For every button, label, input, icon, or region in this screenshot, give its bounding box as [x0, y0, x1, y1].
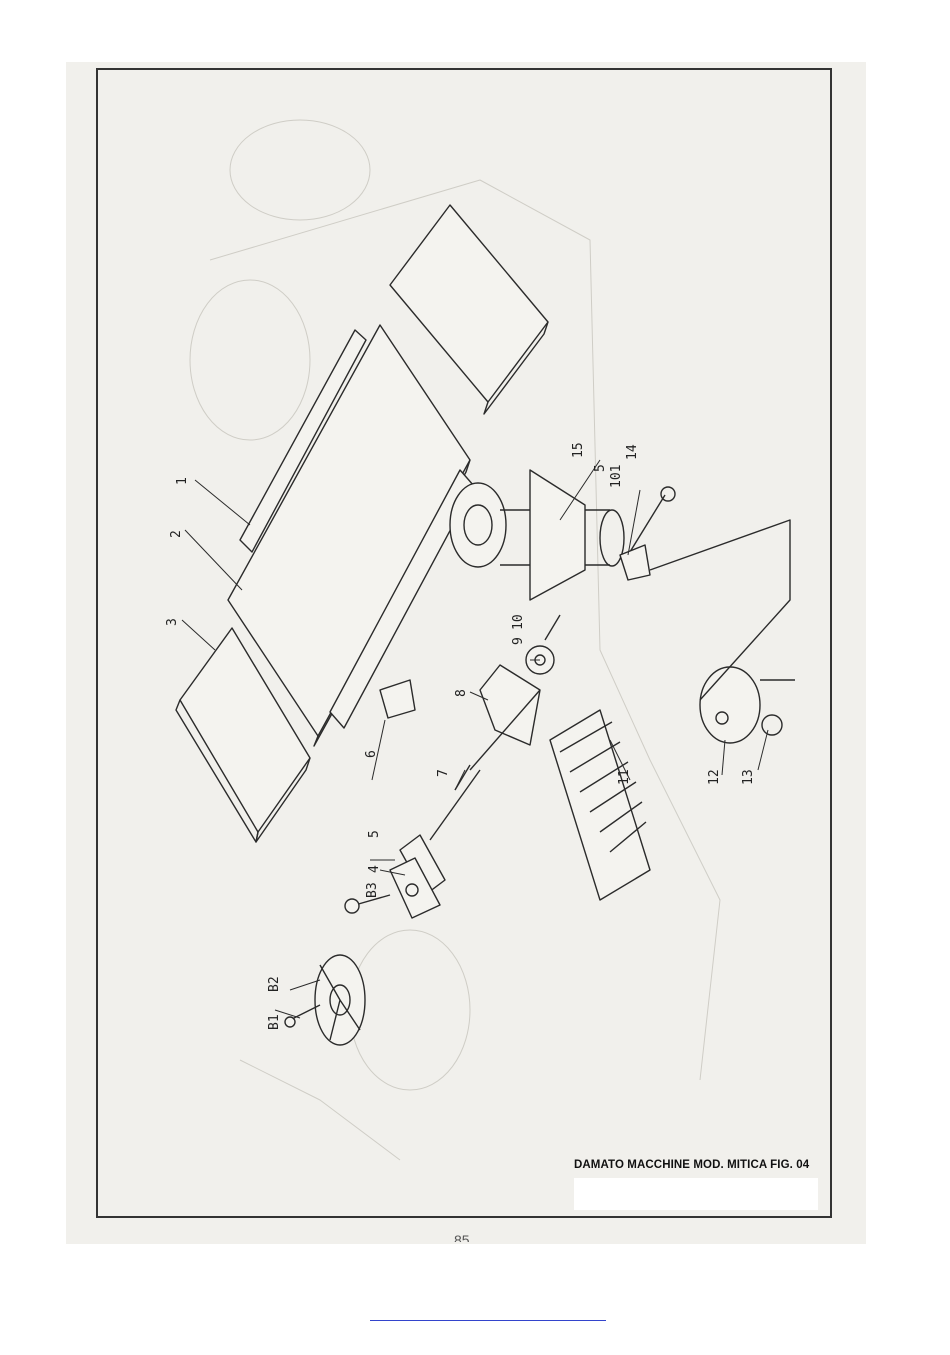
label-part-1: 1: [175, 477, 190, 485]
label-part-101: 101: [609, 465, 624, 488]
part-11-threaded-rod: [550, 710, 650, 900]
label-part-7: 7: [436, 769, 451, 777]
caption-whiteout: [574, 1178, 818, 1210]
label-part-b2: B2: [267, 976, 282, 992]
part-b2-handwheel: [315, 955, 365, 1045]
label-part-9: 9: [511, 637, 526, 645]
label-part-b1: B1: [267, 1014, 282, 1030]
label-part-6: 6: [364, 750, 379, 758]
figure-caption: DAMATO MACCHINE MOD. MITICA FIG. 04: [574, 1159, 809, 1171]
label-part-11: 11: [617, 769, 632, 785]
label-part-10: 10: [511, 614, 526, 630]
label-part-b3: B3: [365, 882, 380, 898]
part-14-lever: [620, 487, 675, 580]
label-part-5b: 5: [593, 464, 608, 472]
part-8-block: [470, 665, 540, 770]
label-part-3: 3: [165, 618, 180, 626]
label-part-14: 14: [625, 444, 640, 460]
part-13-nut: [762, 715, 782, 735]
page-number: 85: [454, 1232, 470, 1242]
part-b1-handle: [285, 1005, 320, 1027]
label-part-12: 12: [707, 769, 722, 785]
label-part-8: 8: [454, 689, 469, 697]
label-part-5: 5: [367, 830, 382, 838]
label-part-2: 2: [169, 530, 184, 538]
part-9-10-gear: [526, 615, 560, 674]
part-6-clamp: [380, 680, 415, 718]
label-part-13: 13: [741, 769, 756, 785]
part-12-bracket: [700, 667, 795, 743]
label-part-15: 15: [571, 442, 586, 458]
hyperlink-underline[interactable]: [370, 1320, 606, 1321]
label-part-4: 4: [367, 865, 382, 873]
